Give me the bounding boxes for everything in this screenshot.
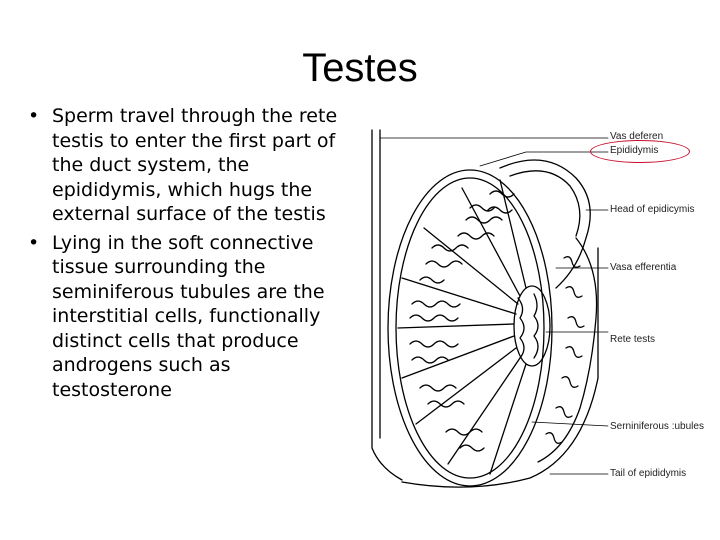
label-epididymis: Epididymis [610, 145, 658, 157]
label-vas-deferens: Vas deferen [610, 131, 663, 143]
bullet-item: • Sperm travel through the rete testis t… [28, 104, 348, 227]
bullet-text: Sperm travel through the rete testis to … [52, 105, 337, 225]
label-seminiferous-tubules: Serniniferous :ubules [610, 421, 704, 433]
label-head-of-epididymis: Head of epidicymis [610, 204, 694, 216]
bullet-marker: • [28, 104, 39, 129]
bullet-text: Lying in the soft connective tissue surr… [52, 232, 325, 401]
bullet-item: • Lying in the soft connective tissue su… [28, 231, 348, 403]
slide-title: Testes [0, 44, 720, 92]
label-vasa-efferentia: Vasa efferentia [610, 262, 676, 274]
label-rete-testis: Rete tests [610, 334, 655, 346]
testis-diagram: Vas deferen Epididymis Head of epidicymi… [350, 118, 720, 498]
bullet-marker: • [28, 231, 39, 256]
bullet-list: • Sperm travel through the rete testis t… [28, 104, 348, 406]
testis-illustration [350, 118, 720, 498]
label-tail-of-epididymis: Tail of epididymis [610, 468, 686, 480]
